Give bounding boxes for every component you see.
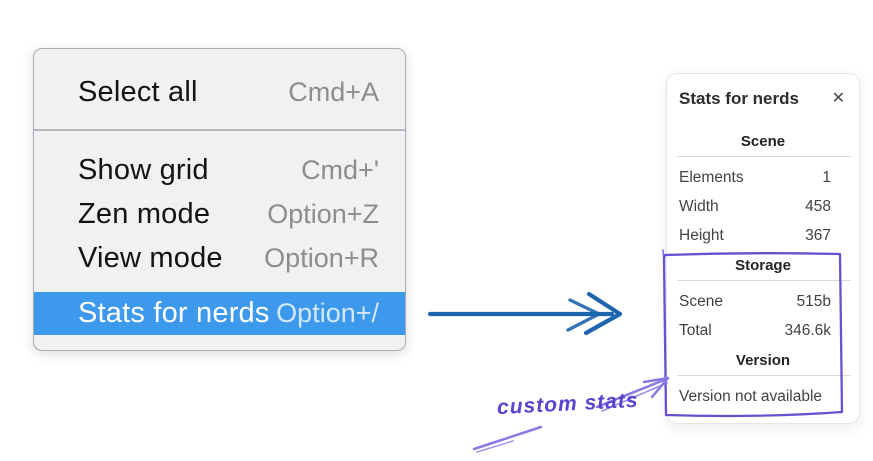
annotation-label: custom stats: [496, 388, 640, 420]
menu-item-show-grid[interactable]: Show grid Cmd+': [34, 149, 405, 193]
menu-item-shortcut: Option+Z: [267, 199, 379, 229]
annotation-tail: [472, 425, 543, 453]
stat-label: Height: [679, 226, 724, 244]
stat-value: 346.6k: [784, 321, 831, 339]
stat-label: Elements: [679, 168, 744, 186]
stats-panel-title: Stats for nerds: [679, 89, 799, 108]
menu-item-shortcut: Cmd+': [301, 155, 379, 185]
stat-value: 1: [822, 168, 831, 186]
stat-value: 367: [805, 226, 831, 244]
section-heading-storage: Storage: [735, 257, 791, 274]
stat-value: 458: [805, 197, 831, 215]
section-divider: [677, 280, 851, 281]
menu-item-label: Select all: [78, 75, 198, 108]
stat-label: Width: [679, 197, 719, 215]
stat-row-scene: Scene 515b: [679, 287, 847, 316]
stat-row-total: Total 346.6k: [679, 316, 847, 345]
section-divider: [677, 375, 851, 376]
stat-row-height: Height 367: [679, 221, 847, 250]
close-icon[interactable]: ✕: [831, 90, 845, 107]
section-heading-scene: Scene: [740, 133, 786, 150]
section-heading-version: Version: [735, 352, 791, 369]
stat-label: Total: [679, 321, 712, 339]
section-divider: [677, 156, 851, 157]
menu-item-label: Stats for nerds: [78, 296, 270, 329]
menu-divider: [34, 129, 405, 131]
stat-label: Scene: [679, 292, 723, 310]
menu-item-shortcut: Cmd+A: [288, 76, 379, 107]
stat-value: 515b: [796, 292, 831, 310]
menu-item-label: View mode: [78, 242, 223, 274]
menu-item-shortcut: Option+R: [264, 243, 379, 273]
stat-row-elements: Elements 1: [679, 163, 847, 192]
menu-item-view-mode[interactable]: View mode Option+R: [34, 237, 405, 281]
flow-arrow: [427, 291, 623, 336]
stat-note: Version not available: [679, 387, 823, 405]
menu-item-label: Zen mode: [78, 198, 211, 230]
menu-item-zen-mode[interactable]: Zen mode Option+Z: [34, 193, 405, 237]
stats-panel-header: Stats for nerds ✕: [679, 88, 847, 110]
stat-row-width: Width 458: [679, 192, 847, 221]
menu-item-shortcut: Option+/: [276, 297, 379, 328]
menu-item-select-all[interactable]: Select all Cmd+A: [34, 70, 405, 114]
menu-item-label: Show grid: [78, 154, 209, 186]
